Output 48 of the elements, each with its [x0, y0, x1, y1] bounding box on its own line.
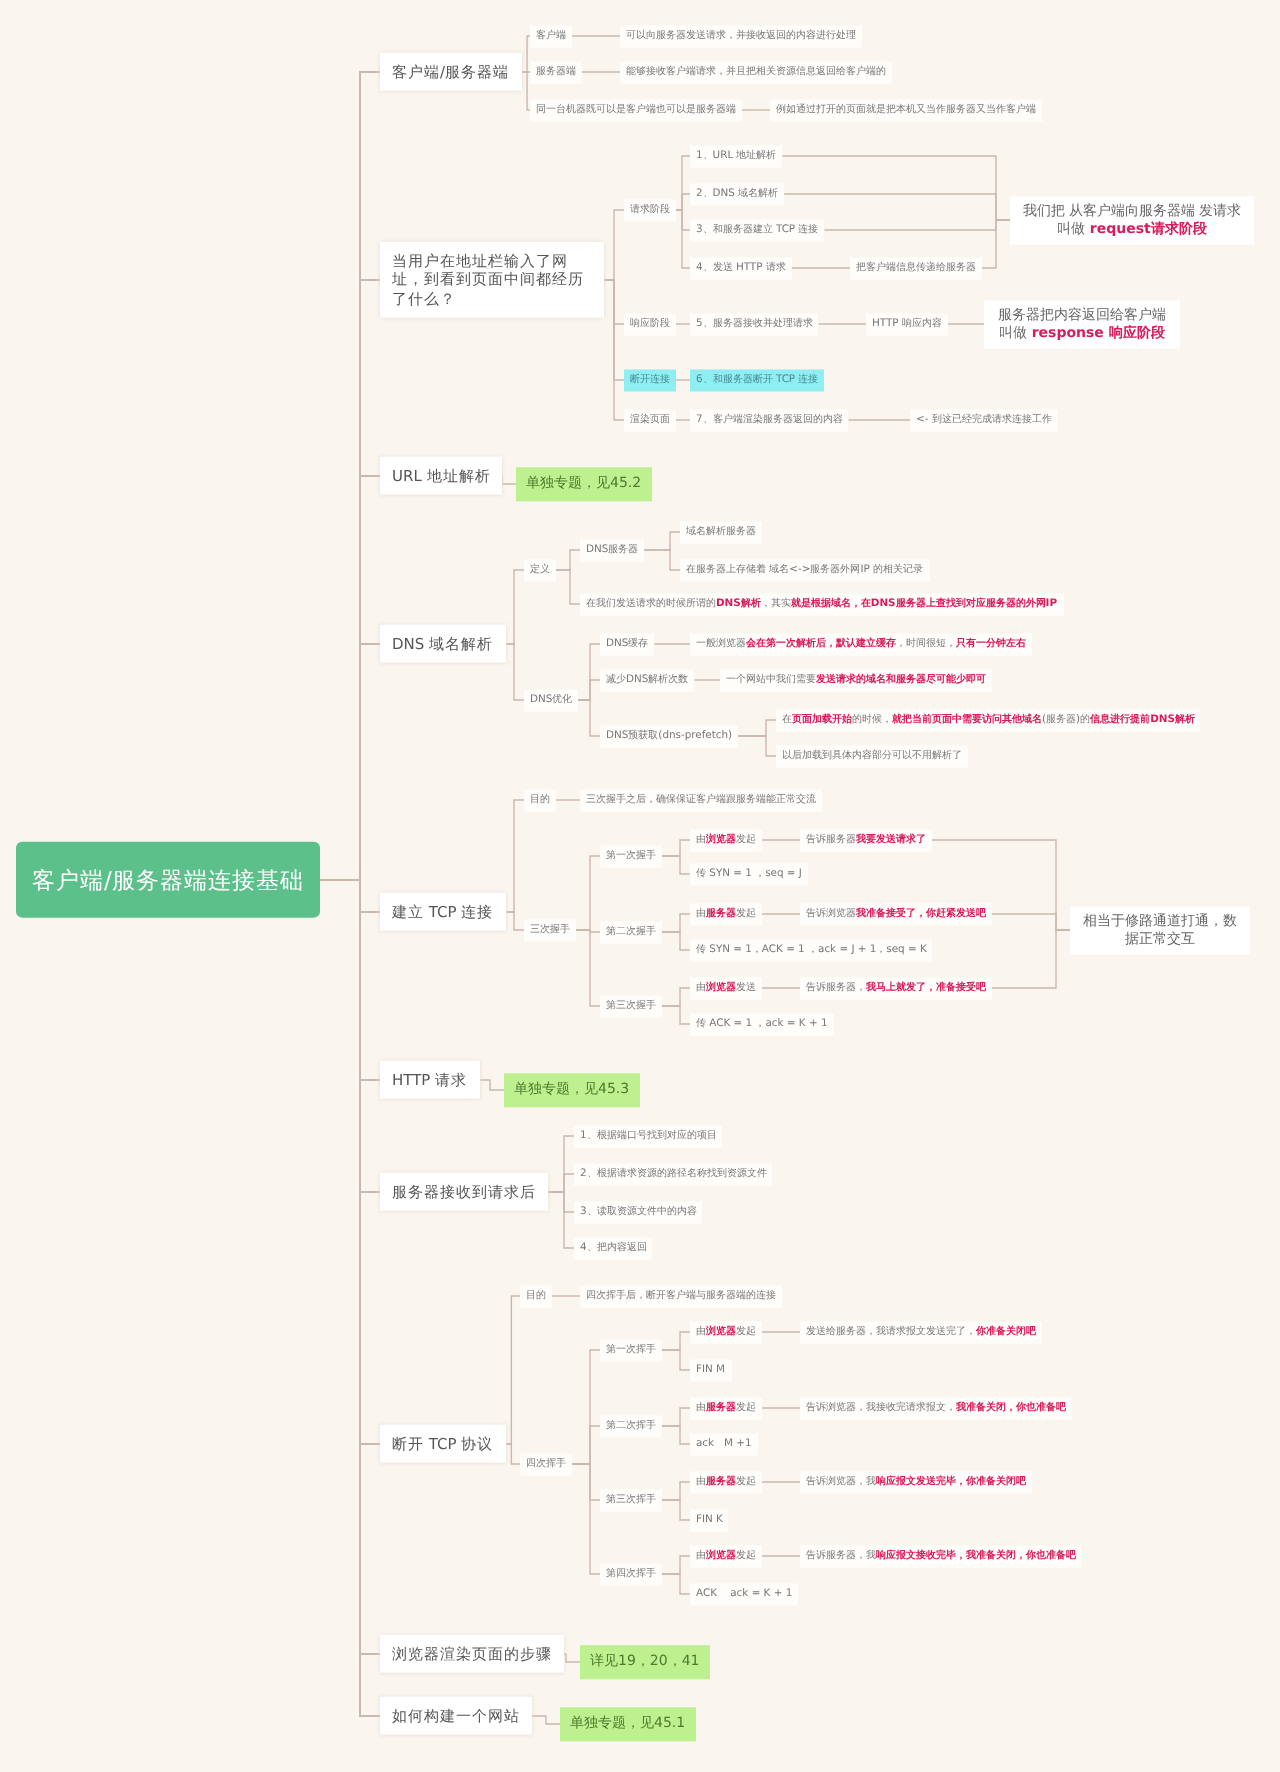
connector-line — [947, 323, 985, 325]
connector-line — [761, 1407, 801, 1409]
connector-line — [737, 735, 777, 757]
connector-line — [675, 379, 691, 381]
connector-line — [547, 1191, 575, 1249]
connector-line — [817, 323, 867, 325]
connector-line — [504, 1443, 521, 1465]
connector-line — [661, 931, 691, 951]
connector-line — [571, 35, 621, 37]
connector-line — [847, 419, 911, 421]
connector-line — [520, 35, 531, 73]
connector-line — [693, 679, 721, 681]
connector-line — [603, 279, 625, 421]
connector-line — [555, 799, 581, 801]
connector-line — [653, 643, 691, 645]
connector-line — [675, 323, 691, 325]
connector-line — [791, 267, 851, 269]
connector-line — [661, 1499, 691, 1521]
connector-line — [555, 569, 581, 605]
connector-line — [478, 1079, 505, 1091]
connector-line — [504, 911, 525, 931]
connector-line — [551, 1295, 581, 1297]
connector-line — [991, 929, 1071, 989]
connector-line — [661, 1349, 691, 1371]
connector-line — [571, 1463, 601, 1575]
connector-line — [563, 1653, 581, 1663]
connector-line — [761, 839, 801, 841]
connector-line — [520, 71, 531, 111]
connector-line — [531, 1715, 561, 1725]
connector-line — [661, 1425, 691, 1445]
connector-line — [761, 1331, 801, 1333]
connector-line — [675, 209, 691, 269]
connector-line — [761, 913, 801, 915]
connector-line — [761, 987, 801, 989]
connector-line — [981, 219, 1011, 269]
connector-line — [504, 643, 525, 701]
connector-line — [643, 549, 681, 571]
connector-line — [761, 1481, 801, 1483]
connector-line — [577, 699, 601, 737]
connector-line — [575, 929, 601, 1007]
connector-line — [741, 109, 771, 111]
connector-line — [675, 193, 691, 211]
connector-line — [661, 855, 691, 875]
root-topic-box: 客户端/服务器端连接基础 — [16, 841, 320, 919]
connector-line — [581, 71, 621, 73]
connector-line — [675, 419, 691, 421]
connector-line — [661, 1005, 691, 1025]
connector-line — [761, 1555, 801, 1557]
